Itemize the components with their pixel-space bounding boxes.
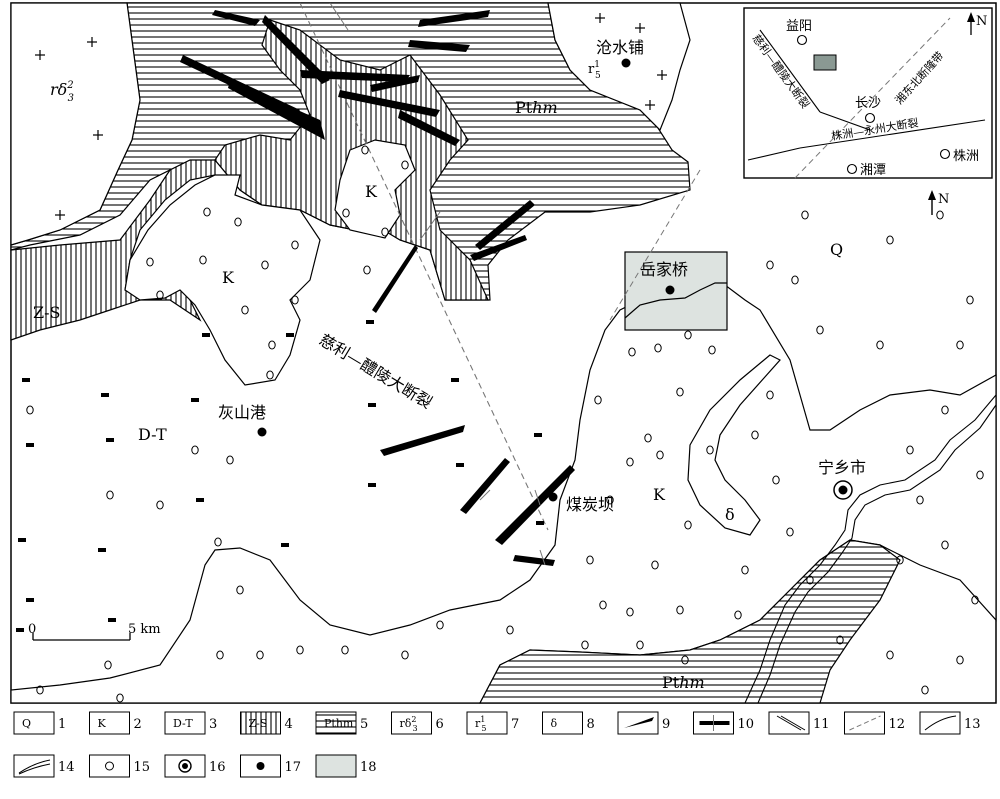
legend-item-13: 13: [919, 711, 981, 735]
legend-item-3: D-T 3: [164, 711, 217, 735]
svg-text:N: N: [938, 192, 949, 207]
legend-number: 13: [964, 717, 981, 732]
label-zs: Z-S: [33, 303, 60, 322]
legend-number: 5: [360, 717, 368, 732]
legend-number: 8: [587, 717, 595, 732]
place-meitanba: 煤炭坝: [566, 495, 614, 514]
legend-number: 12: [889, 717, 906, 732]
legend-number: 2: [134, 717, 142, 732]
legend-symbol-text: Z-S: [249, 717, 268, 730]
scale-bar: 0 5 km: [28, 622, 161, 641]
legend-symbol-text: Q: [22, 717, 31, 730]
svg-text:益阳: 益阳: [786, 19, 812, 34]
k-circle-symbols: [26, 145, 984, 703]
legend-item-12: 12: [844, 711, 906, 735]
legend-number: 1: [58, 717, 66, 732]
label-k-northwest: K: [222, 268, 235, 287]
place-yuejiaqiao: 岳家桥: [640, 260, 688, 279]
legend-item-16: 16: [164, 754, 226, 778]
unit-k-northwest: [124, 174, 321, 386]
label-k-east: K: [653, 485, 666, 504]
legend-symbol-text: K: [98, 717, 107, 730]
legend-number: 4: [285, 717, 293, 732]
legend-number: 16: [209, 760, 226, 775]
svg-text:长沙: 长沙: [855, 96, 881, 111]
legend-number: 10: [738, 717, 755, 732]
river: [744, 394, 997, 704]
marker-cangshuipu: [621, 58, 631, 68]
legend-number: 18: [360, 760, 377, 775]
legend-number: 11: [813, 717, 830, 732]
marker-ningxiang-inner: [838, 485, 848, 495]
legend-item-14: 14: [13, 754, 75, 778]
marker-yuejiaqiao: [665, 285, 675, 295]
legend-item-9: 9: [617, 711, 670, 735]
place-huishangang: 灰山港: [218, 403, 266, 422]
legend-number: 17: [285, 760, 302, 775]
legend-symbol-text: D-T: [173, 717, 193, 730]
legend-symbol-text: Pthm: [324, 717, 354, 730]
label-pthm-north: Pthm: [515, 98, 558, 117]
cili-liling-fault-branch: [609, 169, 701, 321]
label-dt: D-T: [138, 425, 167, 444]
svg-text:0: 0: [28, 622, 36, 637]
unit-granite-west: [10, 2, 141, 246]
marker-meitanba: [548, 492, 558, 502]
fault-arrows: [329, 2, 546, 566]
legend-item-11: 11: [768, 711, 830, 735]
study-area-box: [624, 251, 728, 331]
legend-item-17: 17: [240, 754, 302, 778]
unit-granite-cangshuipu: [547, 2, 691, 132]
inset-map: 益阳 长沙 湘潭 株洲 慈利—醴陵大断裂 株洲—永州大断裂 湘东北断隆带 N: [743, 7, 993, 179]
legend-number: 15: [134, 760, 151, 775]
ore-veins: [180, 10, 575, 566]
legend-item-15: 15: [89, 754, 151, 778]
svg-text:5 km: 5 km: [128, 622, 161, 637]
cili-liling-fault-main: [299, 2, 549, 531]
legend-number: 9: [662, 717, 670, 732]
marker-huishangang: [257, 427, 267, 437]
legend-number: 7: [511, 717, 519, 732]
legend-number: 14: [58, 760, 75, 775]
unit-diorite: [687, 354, 781, 536]
label-k-inlier: K: [365, 182, 378, 201]
legend-number: 3: [209, 717, 217, 732]
legend-item-10: 10: [693, 711, 755, 735]
legend-number: 6: [436, 717, 444, 732]
legend-item-5: Pthm 5: [315, 711, 368, 735]
place-cangshuipu: 沧水铺: [596, 38, 644, 57]
label-pthm-south: Pthm: [662, 673, 705, 692]
svg-text:湘潭: 湘潭: [860, 163, 886, 178]
legend-symbol-text: δ: [551, 717, 558, 730]
legend-item-18: 18: [315, 754, 377, 778]
label-q: Q: [830, 240, 843, 259]
study-area-contact: [624, 282, 727, 319]
legend-item-4: Z-S 4: [240, 711, 293, 735]
unit-pthm-southeast: [479, 539, 901, 704]
dt-symbols: [16, 320, 544, 632]
north-arrow: N: [928, 190, 949, 215]
label-delta: δ: [725, 505, 735, 524]
place-ningxiang: 宁乡市: [818, 458, 866, 477]
svg-text:株洲: 株洲: [953, 149, 979, 164]
svg-text:N: N: [976, 14, 987, 29]
granite-cross-symbols: [35, 13, 667, 220]
